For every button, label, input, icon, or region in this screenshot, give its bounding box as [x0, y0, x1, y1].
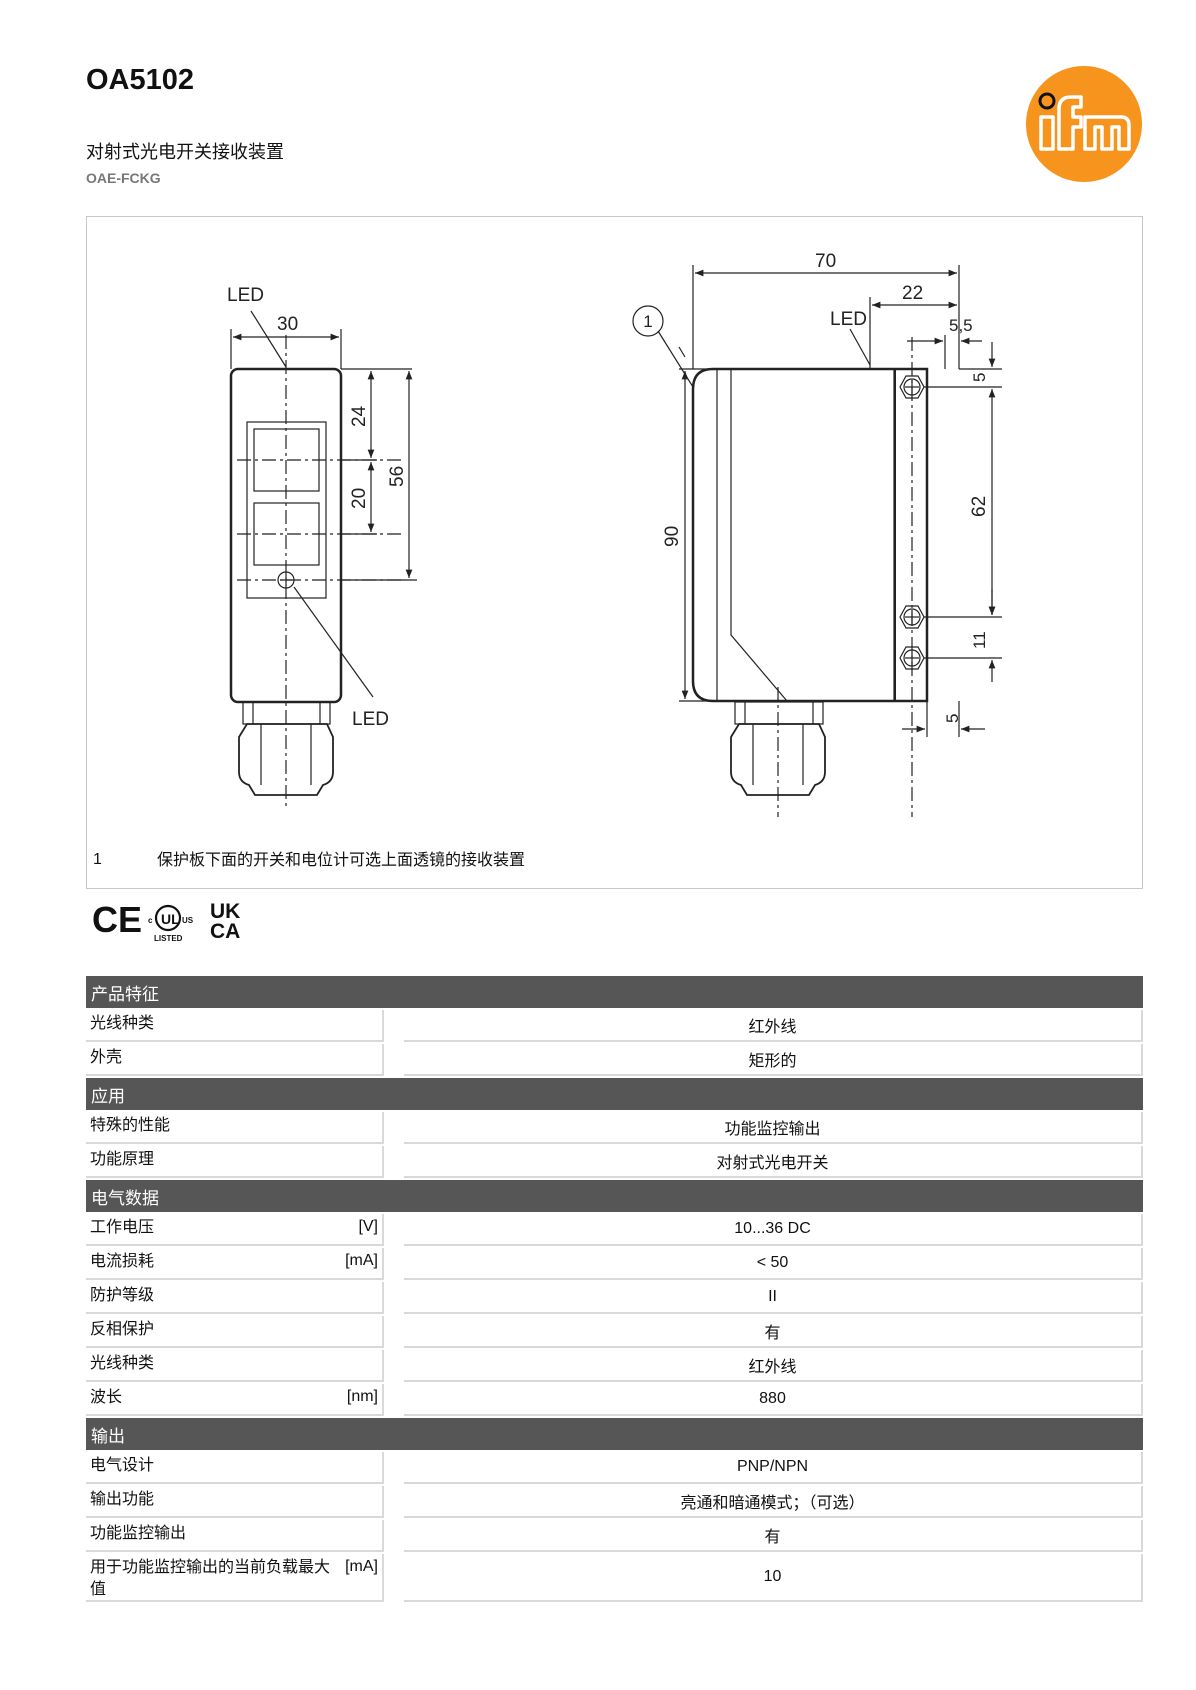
- ukca-mark-icon: UK CA: [210, 900, 240, 943]
- spec-row: 光线种类 红外线: [86, 1010, 1144, 1042]
- spec-value: 矩形的: [404, 1044, 1144, 1076]
- technical-drawing-svg: 1 LED LED LED 30 24 56 20 70 22 5,5 5 62…: [227, 251, 1002, 817]
- spec-label: 功能原理: [90, 1149, 155, 1168]
- spec-label: 特殊的性能: [90, 1115, 171, 1134]
- dim-20: 20: [349, 488, 370, 509]
- spec-value: 有: [404, 1520, 1144, 1552]
- spec-row: 防护等级 II: [86, 1282, 1144, 1314]
- spec-value: 红外线: [404, 1010, 1144, 1042]
- svg-text:CE: CE: [92, 899, 142, 940]
- product-code: OAE-FCKG: [86, 170, 161, 186]
- callout-number: 1: [643, 312, 652, 331]
- spec-row: 外壳 矩形的: [86, 1044, 1144, 1076]
- spec-label: 防护等级: [90, 1285, 155, 1304]
- section-header: 产品特征: [86, 976, 1144, 1008]
- spec-value: 功能监控输出: [404, 1112, 1144, 1144]
- dim-90: 90: [662, 526, 683, 547]
- dim-11: 11: [970, 631, 989, 649]
- dim-30: 30: [277, 314, 298, 335]
- spec-value: 10...36 DC: [404, 1214, 1144, 1246]
- spec-value: 对射式光电开关: [404, 1146, 1144, 1178]
- spec-row: 电流损耗 [mA] < 50: [86, 1248, 1144, 1280]
- footnote-number: 1: [93, 851, 102, 868]
- spec-label: 输出功能: [90, 1489, 155, 1508]
- spec-label: 反相保护: [90, 1319, 155, 1338]
- spec-label: 功能监控输出: [90, 1523, 187, 1542]
- specifications-table: 产品特征 光线种类 红外线 外壳 矩形的 应用 特殊的性能 功能监控输出 功能原…: [86, 974, 1144, 1604]
- dimension-drawing: 1 LED LED LED 30 24 56 20 70 22 5,5 5 62…: [86, 216, 1143, 889]
- spec-row: 功能原理 对射式光电开关: [86, 1146, 1144, 1178]
- spec-label: 光线种类: [90, 1013, 155, 1032]
- spec-value: 红外线: [404, 1350, 1144, 1382]
- ifm-logo-icon: [1026, 66, 1142, 182]
- dim-5-5: 5,5: [949, 316, 973, 335]
- svg-text:LISTED: LISTED: [154, 934, 183, 943]
- spec-row: 特殊的性能 功能监控输出: [86, 1112, 1144, 1144]
- spec-value: II: [404, 1282, 1144, 1314]
- spec-row: 用于功能监控输出的当前负载最大值 [mA] 10: [86, 1554, 1144, 1602]
- product-subtitle: 对射式光电开关接收装置: [86, 142, 284, 163]
- svg-text:US: US: [182, 916, 194, 925]
- spec-row: 功能监控输出 有: [86, 1520, 1144, 1552]
- spec-label: 波长: [90, 1387, 123, 1406]
- spec-label: 工作电压: [90, 1217, 155, 1236]
- spec-unit: [mA]: [345, 1558, 378, 1575]
- spec-label: 电流损耗: [90, 1251, 155, 1270]
- led-label-front-bottom: LED: [352, 709, 389, 730]
- svg-text:UK: UK: [210, 900, 240, 923]
- dim-62: 62: [969, 496, 990, 517]
- product-title: OA5102: [86, 64, 195, 96]
- spec-value: 880: [404, 1384, 1144, 1416]
- dim-70: 70: [815, 251, 836, 272]
- dim-24: 24: [349, 405, 370, 427]
- svg-text:UL: UL: [161, 911, 180, 927]
- spec-row: 反相保护 有: [86, 1316, 1144, 1348]
- spec-value: 10: [404, 1554, 1144, 1602]
- spec-unit: [nm]: [346, 1388, 378, 1405]
- dim-22: 22: [902, 283, 923, 304]
- dim-56: 56: [387, 466, 408, 487]
- section-header: 应用: [86, 1078, 1144, 1110]
- dim-5-bottom: 5: [943, 714, 962, 723]
- section-header: 输出: [86, 1418, 1144, 1450]
- section-header: 电气数据: [86, 1180, 1144, 1212]
- spec-row: 光线种类 红外线: [86, 1350, 1144, 1382]
- spec-label: 电气设计: [90, 1455, 155, 1474]
- spec-value: PNP/NPN: [404, 1452, 1144, 1484]
- spec-unit: [V]: [358, 1218, 378, 1235]
- dim-5-top: 5: [970, 373, 989, 382]
- spec-row: 波长 [nm] 880: [86, 1384, 1144, 1416]
- ce-mark-icon: CE: [92, 899, 142, 940]
- spec-row: 输出功能 亮通和暗通模式；（可选）: [86, 1486, 1144, 1518]
- svg-text:CA: CA: [210, 920, 240, 943]
- led-label-front-top: LED: [227, 285, 264, 306]
- spec-value: < 50: [404, 1248, 1144, 1280]
- certification-marks: CE c UL US LISTED UK CA: [92, 899, 240, 943]
- spec-value: 有: [404, 1316, 1144, 1348]
- spec-label: 用于功能监控输出的当前负载最大值: [90, 1557, 331, 1598]
- cul-listed-icon: c UL US LISTED: [148, 904, 194, 943]
- spec-row: 工作电压 [V] 10...36 DC: [86, 1214, 1144, 1246]
- spec-row: 电气设计 PNP/NPN: [86, 1452, 1144, 1484]
- spec-value: 亮通和暗通模式；（可选）: [404, 1486, 1144, 1518]
- svg-text:c: c: [148, 916, 153, 925]
- footnote-text: 保护板下面的开关和电位计可选上面透镜的接收装置: [157, 850, 526, 869]
- spec-label: 光线种类: [90, 1353, 155, 1372]
- led-label-side: LED: [830, 309, 867, 330]
- spec-unit: [mA]: [345, 1252, 378, 1269]
- spec-label: 外壳: [90, 1047, 123, 1066]
